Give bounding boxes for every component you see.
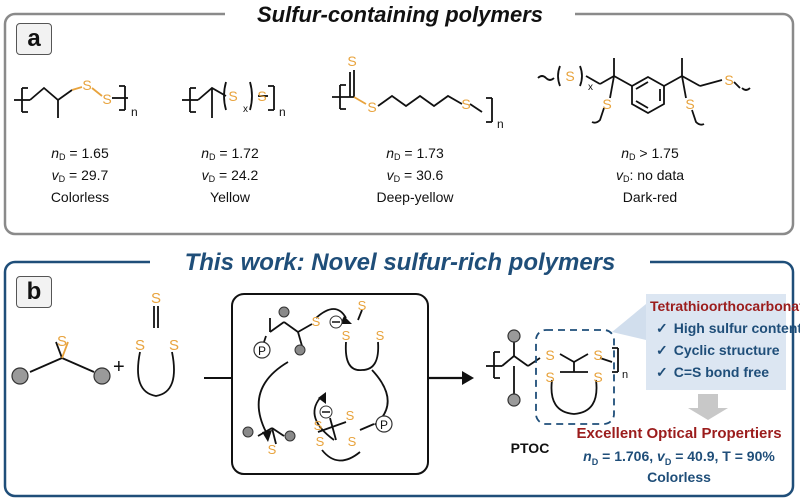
result-heading: Excellent Optical Propertiers — [576, 425, 782, 442]
substituent-ball — [507, 329, 521, 343]
substituent-ball — [93, 367, 111, 385]
polymer-4-properties: nD > 1.75 vD: no data Dark-red — [580, 144, 720, 206]
check-icon: ✓ — [656, 320, 668, 336]
panel-a-label: a — [16, 23, 52, 55]
substituent-ball — [242, 426, 254, 438]
substituent-ball — [284, 430, 296, 442]
index-x: x — [588, 82, 593, 93]
feature-item: ✓Cyclic structure — [656, 342, 780, 358]
color-label: Dark-red — [622, 189, 678, 205]
panel-b-title: This work: Novel sulfur-rich polymers — [150, 248, 650, 278]
arrowhead — [462, 371, 474, 385]
ptoc-highlight-box — [535, 329, 615, 425]
arrowhead — [262, 430, 272, 442]
check-icon: ✓ — [656, 342, 668, 358]
s-atom: S — [169, 337, 179, 354]
trithiocarbonate-monomer — [137, 306, 175, 397]
polymer-symbol: P — [258, 344, 266, 358]
result-values: nD = 1.706, vD = 40.9, T = 90% — [583, 448, 775, 467]
refractive-index: nD > 1.75 — [621, 145, 679, 162]
structure-2 — [182, 81, 275, 118]
feature-item: ✓C=S bond free — [656, 364, 770, 380]
s-atom: S — [461, 96, 470, 112]
refractive-index: nD = 1.72 — [201, 145, 259, 162]
result-color: Colorless — [647, 469, 711, 485]
substituent-ball — [278, 306, 290, 318]
index-x: x — [243, 104, 248, 115]
polymer-symbol: P — [380, 418, 388, 432]
check-icon: ✓ — [656, 364, 668, 380]
s-atom: S — [593, 369, 602, 385]
s-atom: S — [342, 328, 351, 343]
s-atom: S — [565, 68, 574, 84]
s-atom: S — [151, 290, 161, 307]
refractive-index: nD = 1.73 — [386, 145, 444, 162]
polymer-1-properties: nD = 1.65 vD = 29.7 Colorless — [20, 144, 140, 206]
s-atom: S — [268, 442, 277, 457]
down-arrow — [688, 394, 728, 420]
structure-4 — [537, 58, 751, 126]
arrowhead — [318, 392, 326, 404]
color-label: Colorless — [50, 189, 110, 205]
color-label: Deep-yellow — [376, 189, 454, 205]
s-atom: S — [316, 434, 325, 449]
s-atom: S — [602, 96, 611, 112]
s-atom: S — [312, 314, 321, 329]
abbe-number: vD: no data — [616, 167, 684, 184]
substituent-ball — [507, 393, 521, 407]
s-atom: S — [685, 96, 694, 112]
s-atom: S — [376, 328, 385, 343]
repeat-index-n: n — [279, 105, 286, 119]
ptoc-structure — [486, 342, 619, 415]
s-atom: S — [57, 333, 67, 350]
substituent-ball — [11, 367, 29, 385]
abbe-number: vD = 30.6 — [386, 167, 444, 184]
ptoc-label: PTOC — [511, 440, 550, 456]
s-atom: S — [135, 337, 145, 354]
s-atom: S — [367, 99, 376, 115]
refractive-index: nD = 1.65 — [51, 145, 109, 162]
thiirane-monomer — [29, 341, 95, 373]
s-atom: S — [346, 408, 355, 423]
callout-wedge — [612, 304, 646, 340]
abbe-number: vD = 29.7 — [51, 167, 109, 184]
structure-1 — [14, 85, 128, 118]
polymer-2-properties: nD = 1.72 vD = 24.2 Yellow — [170, 144, 290, 206]
repeat-index-n: n — [622, 369, 628, 381]
repeat-index-n: n — [131, 105, 138, 119]
s-atom: S — [358, 298, 367, 313]
s-atom: S — [102, 91, 111, 107]
s-atom: S — [314, 418, 323, 433]
s-atom: S — [228, 88, 237, 104]
feature-box-heading: Tetrathioorthocarbonate — [650, 298, 800, 314]
polymer-3-properties: nD = 1.73 vD = 30.6 Deep-yellow — [350, 144, 480, 206]
mechanism-box — [231, 293, 429, 475]
arrowhead — [340, 316, 352, 324]
substituent-ball — [294, 344, 306, 356]
repeat-index-n: n — [497, 117, 504, 131]
polymer-circle — [253, 341, 271, 359]
s-atom: S — [257, 88, 266, 104]
structure-3 — [332, 70, 493, 123]
abbe-number: vD = 24.2 — [201, 167, 259, 184]
s-atom: S — [545, 369, 554, 385]
s-atom: S — [82, 77, 91, 93]
s-atom: S — [545, 347, 554, 363]
s-atom: S — [593, 347, 602, 363]
panel-a-title: Sulfur-containing polymers — [225, 1, 575, 29]
s-atom: S — [724, 72, 733, 88]
color-label: Yellow — [210, 189, 250, 205]
polymer-circle — [375, 415, 393, 433]
feature-box — [646, 294, 786, 390]
feature-item: ✓High sulfur content — [656, 320, 800, 336]
s-atom: S — [348, 434, 357, 449]
plus-sign: + — [113, 356, 125, 378]
panel-b-label: b — [16, 276, 52, 308]
s-atom: S — [347, 53, 356, 69]
